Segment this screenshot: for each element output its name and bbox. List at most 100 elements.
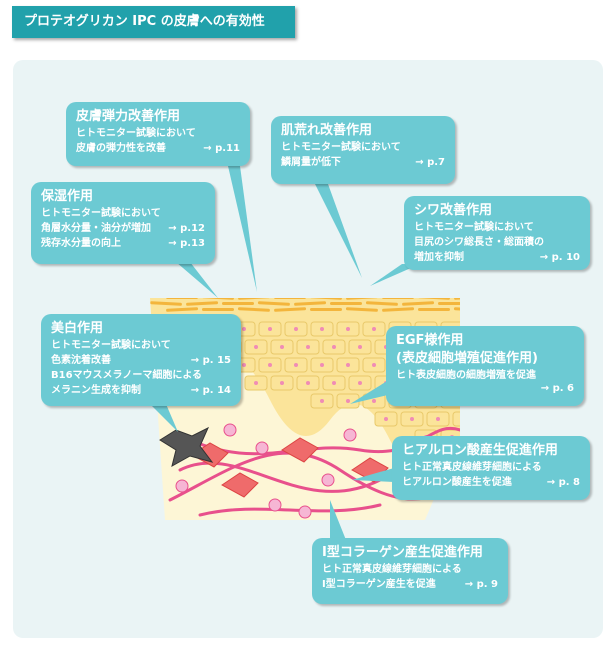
horny-flake xyxy=(222,289,254,294)
page-reference: → p. 14 xyxy=(190,385,231,396)
pointer-egf xyxy=(350,378,392,404)
cell-nucleus xyxy=(358,381,362,385)
callout-text: ヒト正常真皮線維芽細胞による xyxy=(322,564,462,575)
horny-flake xyxy=(238,298,271,300)
cell-nucleus xyxy=(436,417,440,421)
callout-title: 美白作用 xyxy=(51,321,104,336)
callout-egf: EGF様作用 (表皮細胞増殖促進作用) ヒト表皮細胞の細胞増殖を促進 → p. … xyxy=(386,326,584,406)
horny-flake xyxy=(274,307,307,312)
horny-flake xyxy=(346,298,379,300)
fibroblast xyxy=(221,472,259,498)
callout-text: B16マウスメラノーマ細胞による xyxy=(51,370,203,381)
horny-flake xyxy=(150,301,182,306)
cell-nucleus xyxy=(372,399,376,403)
horny-flake xyxy=(309,298,342,300)
horny-layer xyxy=(150,289,470,312)
horny-flake xyxy=(257,301,290,306)
pointer-collagen xyxy=(330,500,346,540)
horny-flake xyxy=(330,289,362,294)
horny-flake xyxy=(310,308,342,311)
callout-roughness: 肌荒れ改善作用 ヒトモニター試験において 鱗屑量が低下 → p.7 xyxy=(271,116,455,184)
cell-nucleus xyxy=(320,327,324,331)
page-reference: → p. 6 xyxy=(540,383,574,394)
horny-flake xyxy=(150,289,182,294)
cell-nucleus xyxy=(242,363,246,367)
callout-subtitle: (表皮細胞増殖促進作用) xyxy=(396,351,538,366)
callout-text: ヒトモニター試験において xyxy=(41,208,161,219)
horny-flake xyxy=(402,301,435,306)
cell-nucleus xyxy=(306,381,310,385)
horny-flake xyxy=(222,302,254,305)
cell-nucleus xyxy=(410,417,414,421)
collagen-fiber xyxy=(188,426,460,456)
horny-flake xyxy=(382,298,414,299)
hyaluronic-dot xyxy=(343,428,357,442)
callout-moisture: 保湿作用 ヒトモニター試験において 角層水分量・油分が増加 → p.12 残存水… xyxy=(31,182,215,264)
callout-title: ヒアルロン酸産生促進作用 xyxy=(402,443,558,458)
pointer-roughness xyxy=(315,184,362,278)
callout-text: 増加を抑制 xyxy=(414,252,464,263)
horny-flake xyxy=(438,289,470,294)
page-header: プロテオグリカン IPC の皮膚への有効性 xyxy=(12,6,295,38)
hyaluronic-dot xyxy=(268,498,282,512)
horny-flake xyxy=(418,308,450,311)
horny-flake xyxy=(294,301,327,306)
callout-text: ヒト表皮細胞の細胞増殖を促進 xyxy=(396,370,536,381)
cell-nucleus xyxy=(294,327,298,331)
horny-flake xyxy=(202,308,234,311)
callout-text: ヒトモニター試験において xyxy=(414,222,534,233)
hyaluronic-dot xyxy=(223,423,237,437)
horny-flake xyxy=(454,298,460,300)
horny-flake xyxy=(438,302,460,305)
horny-flake xyxy=(345,307,378,312)
horny-flake xyxy=(382,307,415,312)
cell-nucleus xyxy=(268,363,272,367)
callout-text: 色素沈着改善 xyxy=(51,355,111,366)
callout-text: Ⅰ型コラーゲン産生を促進 xyxy=(322,579,436,590)
page-reference: → p. 8 xyxy=(546,477,580,488)
callout-text: ヒト正常真皮線維芽細胞による xyxy=(402,462,542,473)
horny-flake xyxy=(366,289,398,294)
horny-flake xyxy=(166,298,198,299)
callout-collagen: Ⅰ型コラーゲン産生促進作用 ヒト正常真皮線維芽細胞による Ⅰ型コラーゲン産生を促… xyxy=(312,538,508,604)
callout-hyaluronic: ヒアルロン酸産生促進作用 ヒト正常真皮線維芽細胞による ヒアルロン酸産生を促進 … xyxy=(392,436,590,500)
collagen-fiber xyxy=(198,503,382,517)
horny-flake xyxy=(402,290,434,293)
cell-nucleus xyxy=(372,363,376,367)
melanocyte-cell xyxy=(159,426,214,467)
callout-text: 皮膚の弾力性を改善 xyxy=(76,143,166,154)
hyaluronic-dot xyxy=(175,479,189,493)
pointer-moisture xyxy=(176,262,218,298)
horny-flake xyxy=(330,302,362,305)
horny-flake xyxy=(258,289,290,294)
hyaluronic-dot xyxy=(321,473,335,487)
fibroblast xyxy=(281,437,319,463)
page-reference: → p.7 xyxy=(415,157,445,168)
callout-whitening: 美白作用 ヒトモニター試験において 色素沈着改善 → p. 15 B16マウスメ… xyxy=(41,314,241,406)
cell-nucleus xyxy=(358,345,362,349)
cell-nucleus xyxy=(242,327,246,331)
cell-nucleus xyxy=(384,417,388,421)
cell-nucleus xyxy=(294,363,298,367)
epidermal-cell xyxy=(452,411,460,427)
hyaluronic-acid-dots xyxy=(175,423,417,519)
callout-wrinkle: シワ改善作用 ヒトモニター試験において 目尻のシワ総長さ・総面積の 増加を抑制 … xyxy=(404,196,590,270)
cell-nucleus xyxy=(254,345,258,349)
cell-nucleus xyxy=(268,327,272,331)
cell-nucleus xyxy=(372,327,376,331)
cell-nucleus xyxy=(332,345,336,349)
callout-text: メラニン生成を抑制 xyxy=(51,385,141,396)
cell-nucleus xyxy=(346,363,350,367)
horny-flake xyxy=(186,301,219,306)
pointer-elasticity xyxy=(228,166,257,292)
callout-title: 肌荒れ改善作用 xyxy=(281,123,373,138)
horny-flake xyxy=(417,298,450,300)
cell-nucleus xyxy=(332,381,336,385)
cell-nucleus xyxy=(320,399,324,403)
callout-title: 皮膚弾力改善作用 xyxy=(76,109,181,124)
page-reference: → p.11 xyxy=(203,143,240,154)
page-reference: → p. 9 xyxy=(464,579,498,590)
horny-flake xyxy=(237,307,270,312)
callout-text: ヒトモニター試験において xyxy=(281,142,401,153)
page-reference: → p.13 xyxy=(168,238,205,249)
